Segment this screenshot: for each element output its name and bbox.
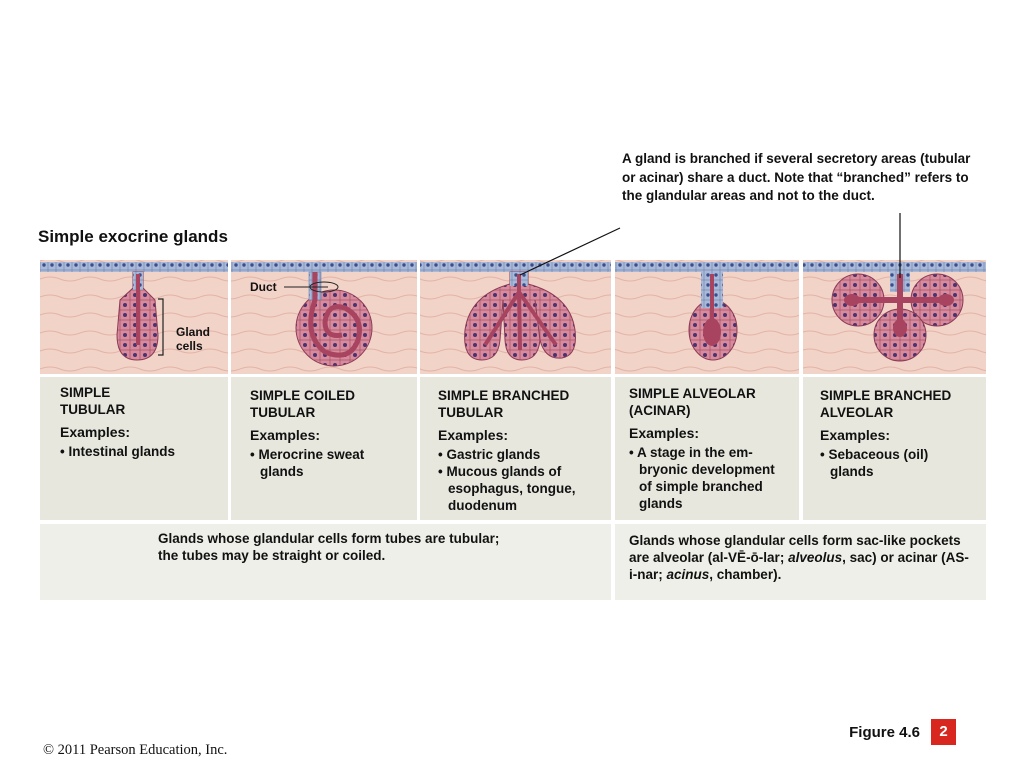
example-item: • Sebaceous (oil) glands bbox=[820, 447, 929, 479]
panel-simple-alveolar: SIMPLE ALVEOLAR (ACINAR) Examples: • A s… bbox=[629, 385, 797, 512]
panel-title: SIMPLE BRANCHED ALVEOLAR bbox=[820, 388, 952, 420]
panel-simple-coiled-tubular: SIMPLE COILED TUBULAR Examples: • Merocr… bbox=[250, 387, 415, 480]
example-item: • Mucous glands of esophagus, tongue, du… bbox=[438, 464, 576, 513]
panel-title: SIMPLE COILED TUBULAR bbox=[250, 388, 356, 420]
desc-text: , sac) or acinar (AS-i-nar; bbox=[629, 550, 969, 582]
panel-simple-tubular: SIMPLE TUBULAR Examples: • Intestinal gl… bbox=[60, 384, 225, 460]
panel-title: SIMPLE TUBULAR bbox=[60, 385, 126, 417]
simple-coiled-tubular-gland bbox=[284, 271, 373, 367]
note-leader-branched-tubular bbox=[519, 227, 621, 276]
simple-tubular-gland bbox=[116, 271, 164, 361]
simple-alveolar-gland bbox=[688, 272, 738, 361]
duct-label: Duct bbox=[250, 280, 277, 294]
simple-branched-tubular-gland bbox=[464, 271, 576, 361]
gland-cells-label: Gland cells bbox=[176, 325, 211, 353]
alveolar-description: Glands whose glandular cells form sac-li… bbox=[629, 532, 974, 583]
examples-label: Examples: bbox=[438, 427, 509, 443]
examples-label: Examples: bbox=[629, 425, 700, 441]
desc-term-alveolus: alveolus bbox=[788, 550, 843, 565]
example-item: • Intestinal glands bbox=[60, 444, 175, 459]
examples-label: Examples: bbox=[250, 427, 321, 443]
branched-note: A gland is branched if several secretory… bbox=[622, 151, 971, 203]
example-item: • Merocrine sweat glands bbox=[250, 447, 365, 479]
example-item: • Gastric glands bbox=[438, 447, 541, 462]
panel-title: SIMPLE ALVEOLAR (ACINAR) bbox=[629, 386, 756, 418]
copyright: © 2011 Pearson Education, Inc. bbox=[43, 742, 228, 758]
desc-text: Glands whose glandular cells form sac-li… bbox=[629, 533, 961, 565]
figure-badge: 2 bbox=[931, 719, 956, 745]
section-title: Simple exocrine glands bbox=[38, 227, 228, 246]
panel-simple-branched-alveolar: SIMPLE BRANCHED ALVEOLAR Examples: • Seb… bbox=[820, 387, 985, 480]
examples-label: Examples: bbox=[820, 427, 891, 443]
examples-label: Examples: bbox=[60, 424, 131, 440]
desc-text: , chamber). bbox=[709, 567, 782, 582]
desc-term-acinus: acinus bbox=[666, 567, 710, 582]
example-item: • A stage in the em- bryonic development… bbox=[629, 445, 775, 511]
simple-branched-alveolar-gland bbox=[831, 272, 964, 362]
tubular-description: Glands whose glandular cells form tubes … bbox=[158, 531, 500, 563]
figure-label: Figure 4.6 bbox=[849, 724, 920, 741]
panel-simple-branched-tubular: SIMPLE BRANCHED TUBULAR Examples: • Gast… bbox=[438, 387, 608, 514]
panel-title: SIMPLE BRANCHED TUBULAR bbox=[438, 388, 570, 420]
text-panels bbox=[40, 377, 986, 600]
